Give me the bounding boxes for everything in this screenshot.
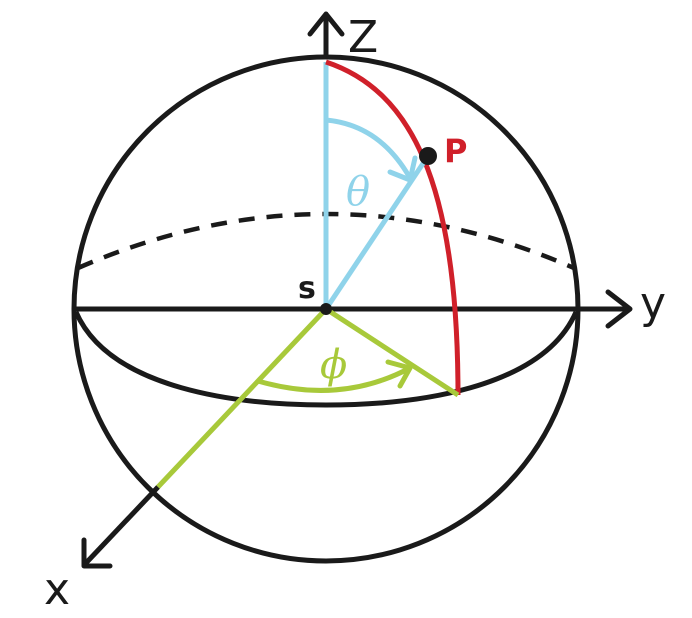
x-axis-inner-line xyxy=(156,307,328,489)
x-axis-arrowhead xyxy=(81,537,113,569)
z-axis-arrowhead xyxy=(307,11,345,37)
y-axis-label: y xyxy=(640,278,666,329)
theta-arc xyxy=(325,117,413,180)
phi-label: ϕ xyxy=(320,342,347,388)
theta-arrowhead xyxy=(387,155,418,183)
origin-label: s xyxy=(298,271,316,306)
x-axis-line xyxy=(84,485,160,565)
point-p-marker xyxy=(419,147,437,165)
point-p-label: P xyxy=(444,132,467,170)
theta-label: θ xyxy=(346,169,370,215)
x-axis-label: x xyxy=(44,564,70,615)
equator-front xyxy=(73,310,579,408)
phi-arrowhead xyxy=(385,359,413,389)
z-axis-label: Z xyxy=(348,12,378,63)
phi-arc xyxy=(257,365,412,393)
y-axis-arrowhead xyxy=(605,289,633,329)
phi-projection-line xyxy=(324,306,460,398)
origin-point xyxy=(320,303,332,315)
